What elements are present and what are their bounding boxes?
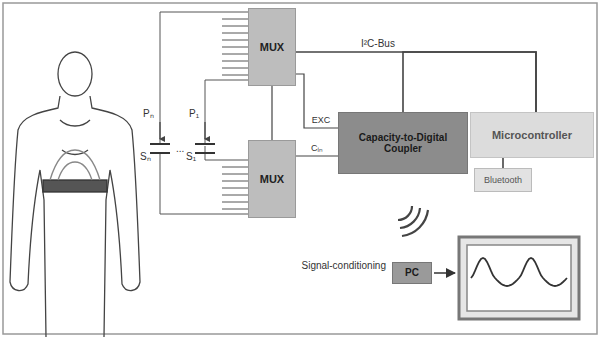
microcontroller-box: Microcontroller [470,112,594,158]
connector-line [296,74,338,128]
mux-box: MUX [248,8,296,86]
monitor-screen [459,237,579,319]
node-text: Capacity-to-Digital Coupler [339,132,467,155]
node-text: MUX [260,173,284,186]
mux-box: MUX [248,140,296,218]
annotation: Signal-conditioning [300,260,386,272]
connector-line [296,52,536,112]
sensor-label: S₁ [186,151,196,162]
signal-label: Cᵢₙ [310,144,324,154]
capacitor-symbol [150,144,215,153]
ellipsis: ... [176,143,184,154]
sensor-label: Sₙ [140,151,151,162]
sensor-label: Pₙ [143,108,154,119]
node-text: PC [405,267,419,279]
node-text: Bluetooth [484,175,522,185]
signal-label: EXC [311,116,332,126]
pc-box: PC [392,262,432,284]
output-arrow [434,272,455,274]
frame [3,3,597,334]
bluetooth-box: Bluetooth [474,168,532,192]
connector-line [296,155,338,156]
node-text: MUX [260,41,284,54]
connector-line [502,158,504,168]
human-figure [10,52,140,337]
sensor-label: P₁ [189,108,199,119]
connector-line [271,86,272,140]
sensor-wires [160,12,248,214]
node-text: Microcontroller [492,129,572,142]
connector-line [403,52,536,112]
pressure-arrow [160,122,205,139]
coupler-box: Capacity-to-Digital Coupler [338,112,468,174]
wireless-waves [398,206,428,236]
signal-label: I²C-Bus [360,38,396,49]
